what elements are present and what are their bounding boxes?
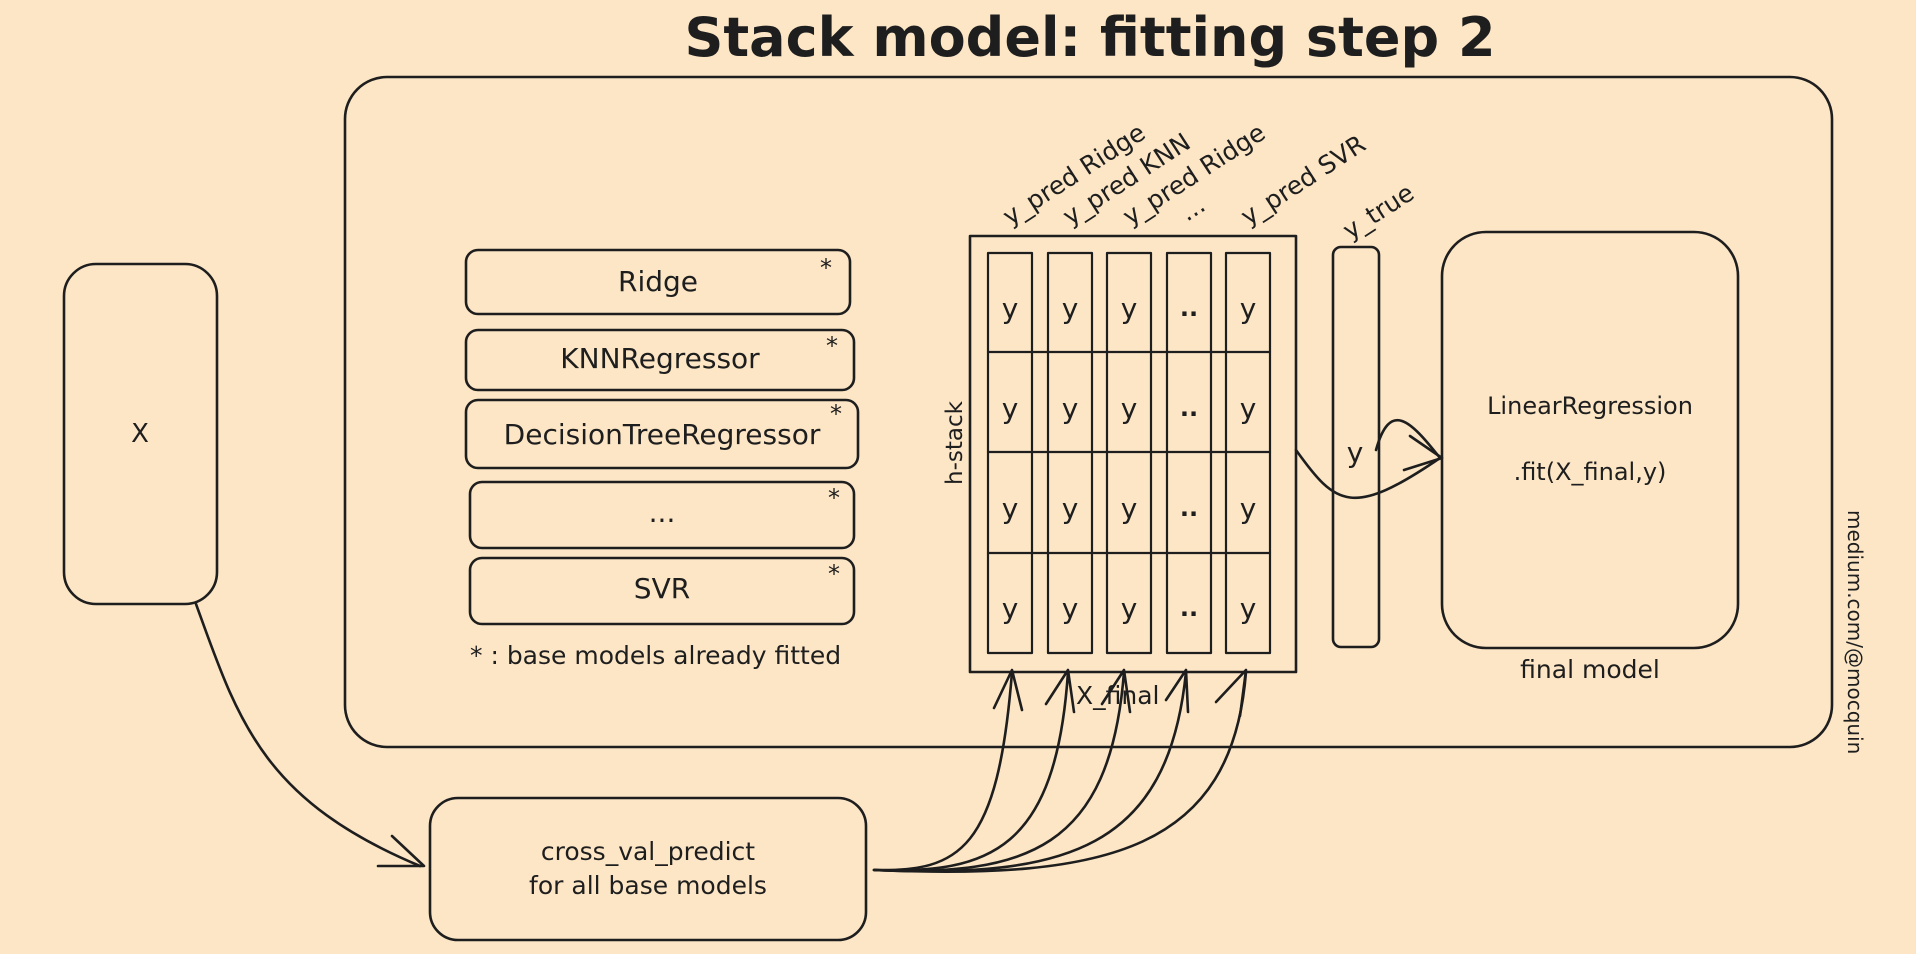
- arrows-cross-val-to-matrix: [872, 668, 1248, 873]
- arrow-x-to-cross-val: [194, 602, 426, 868]
- base-model-list: Ridge * KNNRegressor * DecisionTreeRegre…: [464, 248, 860, 670]
- base-model-label-ellipsis: ...: [649, 496, 676, 529]
- matrix-cell: y: [1240, 292, 1257, 325]
- arrows-to-final-model: [1294, 418, 1444, 499]
- matrix-cell: y: [1002, 392, 1019, 425]
- matrix-cell: y: [1240, 592, 1257, 625]
- base-models-footnote: * : base models already fitted: [470, 641, 841, 670]
- matrix-cell: y: [1062, 292, 1079, 325]
- final-model-name: LinearRegression: [1487, 392, 1693, 420]
- x-final-label: X_final: [1076, 681, 1159, 710]
- matrix-cell: y: [1121, 292, 1138, 325]
- y-true-header: y_true: [1337, 178, 1419, 245]
- matrix-frame: [968, 234, 1298, 674]
- fitted-marker: *: [828, 484, 840, 512]
- matrix-cell: y: [1121, 592, 1138, 625]
- matrix-cell: ..: [1180, 394, 1198, 422]
- base-model-box-svr: [468, 556, 856, 626]
- fitted-marker: *: [830, 400, 842, 428]
- base-model-label-svr: SVR: [634, 572, 690, 605]
- base-model-box-decision-tree: [464, 398, 860, 470]
- h-stack-label: h-stack: [942, 400, 968, 485]
- cross-val-predict-sublabel: for all base models: [529, 871, 767, 900]
- matrix-cell: y: [1121, 392, 1138, 425]
- matrix-cell: y: [1240, 492, 1257, 525]
- matrix-cell: y: [1062, 492, 1079, 525]
- final-model-fit-call: .fit(X_final,y): [1514, 458, 1667, 486]
- final-model-caption: final model: [1520, 655, 1660, 684]
- matrix-cell: y: [1002, 292, 1019, 325]
- base-model-label-decision-tree: DecisionTreeRegressor: [504, 418, 821, 451]
- matrix-cell: ..: [1180, 294, 1198, 322]
- matrix-column-headers: y_pred Ridge y_pred KNN y_pred Ridge ...…: [997, 118, 1419, 245]
- input-x-box: [62, 262, 219, 606]
- matrix-cell: y: [1240, 392, 1257, 425]
- fitted-marker: *: [826, 332, 838, 360]
- base-model-label-ridge: Ridge: [618, 265, 698, 298]
- prediction-matrix: y y y y y y y y y y y y .. .. .. .. y y …: [968, 234, 1298, 674]
- final-model-box: [1440, 230, 1740, 650]
- matrix-cell: ..: [1180, 594, 1198, 622]
- cross-val-predict-box: [428, 796, 868, 942]
- input-x-label: X: [131, 419, 149, 449]
- matrix-cell: y: [1062, 392, 1079, 425]
- matrix-cell: y: [1062, 592, 1079, 625]
- base-model-box-ellipsis: [468, 480, 856, 550]
- base-model-box-knn: [464, 328, 856, 392]
- y-true-cell: y: [1347, 436, 1364, 469]
- fitted-marker: *: [820, 254, 832, 282]
- cross-val-predict-label: cross_val_predict: [541, 837, 755, 866]
- y-true-column: [1331, 245, 1381, 649]
- diagram-title: Stack model: fitting step 2: [684, 6, 1495, 69]
- base-model-box-ridge: [464, 248, 852, 316]
- fitted-marker: *: [828, 560, 840, 588]
- base-model-label-knn: KNNRegressor: [560, 342, 760, 375]
- matrix-cell: y: [1002, 592, 1019, 625]
- watermark: medium.com/@mocquin: [1843, 510, 1867, 754]
- matrix-cell: y: [1121, 492, 1138, 525]
- matrix-cell: y: [1002, 492, 1019, 525]
- matrix-cell: ..: [1180, 494, 1198, 522]
- stack-model-container: [343, 75, 1834, 749]
